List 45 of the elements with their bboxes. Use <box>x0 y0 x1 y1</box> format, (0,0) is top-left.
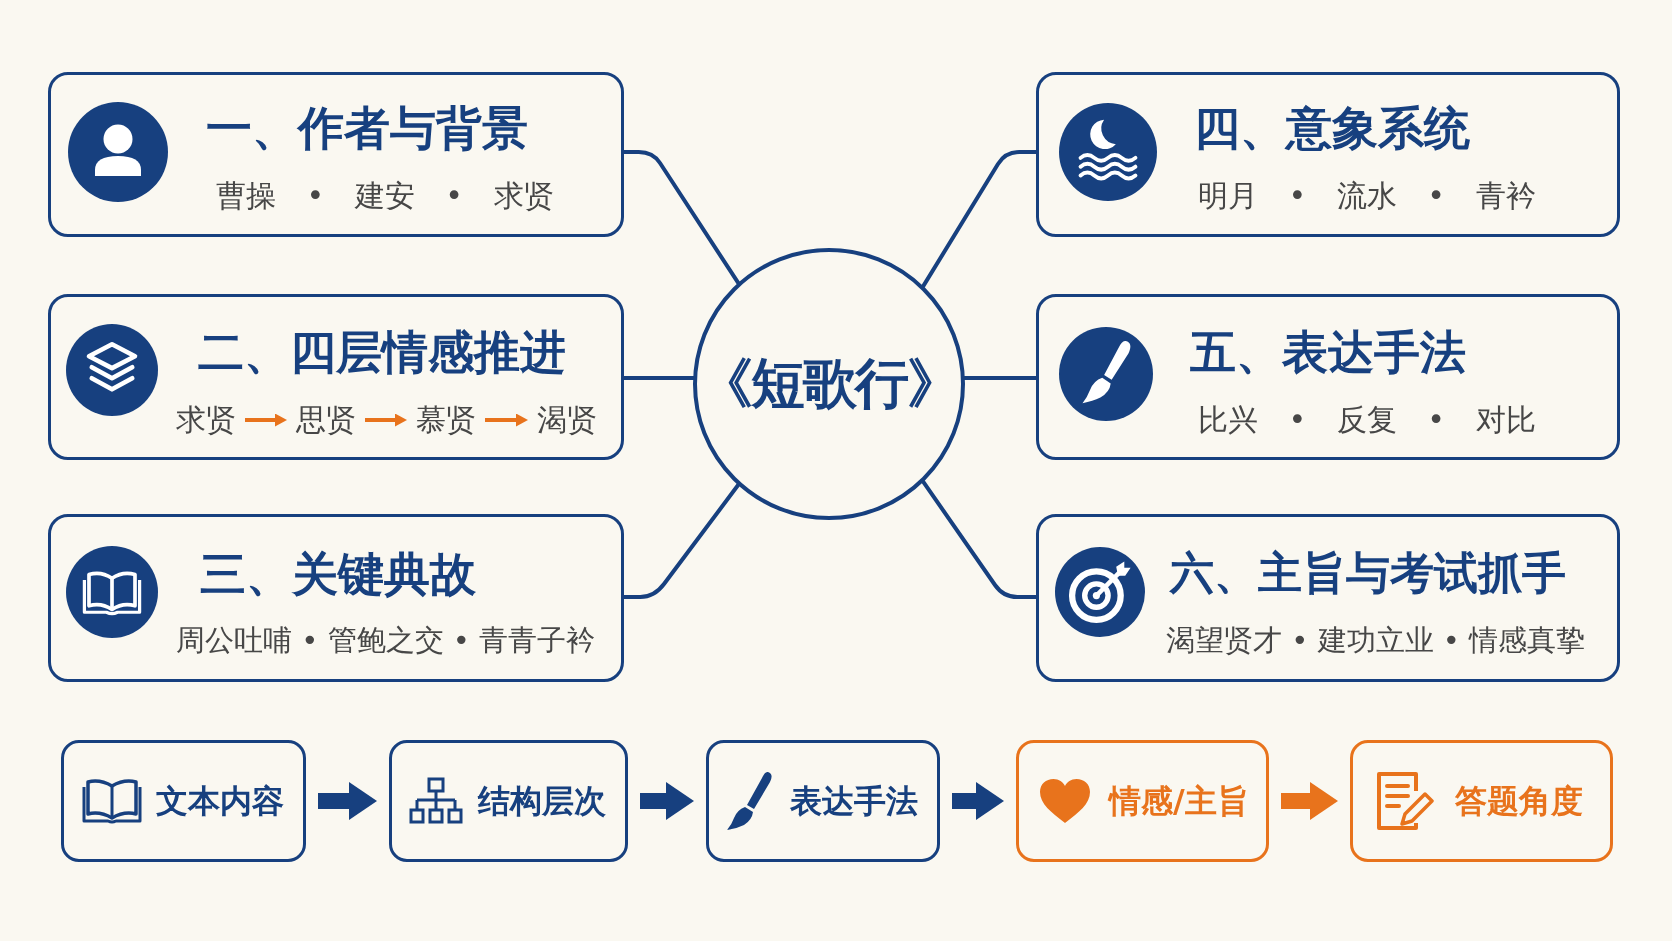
keyword-list: 比兴 • 反复 • 对比 <box>1198 401 1536 439</box>
step-box <box>706 740 940 862</box>
keyword-list: 周公吐哺 • 管鲍之交 • 青青子衿 <box>176 622 596 658</box>
connector-line <box>624 376 695 380</box>
keyword: 思贤 <box>296 401 356 439</box>
step-label: 表达手法 <box>790 781 918 821</box>
topic-circle: 《短歌行》 <box>693 248 965 520</box>
section-heading: 四、意象系统 <box>1194 100 1470 157</box>
section-card <box>48 72 624 237</box>
block-arrow <box>640 782 694 820</box>
step-box <box>389 740 628 862</box>
connector-line <box>624 150 741 285</box>
keyword: 慕贤 <box>416 401 476 439</box>
connector-line <box>921 150 1036 288</box>
keyword: 渴贤 <box>537 401 597 439</box>
keyword-list: 曹操 • 建安 • 求贤 <box>216 177 554 215</box>
connector-line <box>963 376 1036 380</box>
keyword-list: 渴望贤才 • 建功立业 • 情感真挚 <box>1166 622 1586 658</box>
keyword: 求贤 <box>176 401 236 439</box>
connector-line <box>624 483 741 599</box>
keyword-list: 明月 • 流水 • 青衿 <box>1198 177 1536 215</box>
arrow <box>245 413 287 427</box>
step-box <box>61 740 306 862</box>
step-label: 结构层次 <box>478 781 606 821</box>
section-card <box>1036 514 1620 682</box>
step-label: 情感/主旨 <box>1109 781 1249 821</box>
section-heading: 五、表达手法 <box>1190 324 1466 381</box>
arrow <box>365 413 407 427</box>
section-card <box>1036 72 1620 237</box>
arrow <box>485 413 528 427</box>
block-arrow <box>1281 782 1338 820</box>
section-card <box>48 514 624 682</box>
step-box <box>1016 740 1269 862</box>
section-heading: 三、关键典故 <box>200 546 476 603</box>
step-box <box>1350 740 1613 862</box>
block-arrow <box>318 782 377 820</box>
step-label: 答题角度 <box>1455 781 1583 821</box>
section-card <box>48 294 624 460</box>
section-card <box>1036 294 1620 460</box>
connector-line <box>921 479 1036 599</box>
section-heading: 一、作者与背景 <box>206 100 528 157</box>
block-arrow <box>952 782 1004 820</box>
step-label: 文本内容 <box>156 781 284 821</box>
section-heading: 二、四层情感推进 <box>198 324 566 381</box>
section-heading: 六、主旨与考试抓手 <box>1170 545 1566 600</box>
